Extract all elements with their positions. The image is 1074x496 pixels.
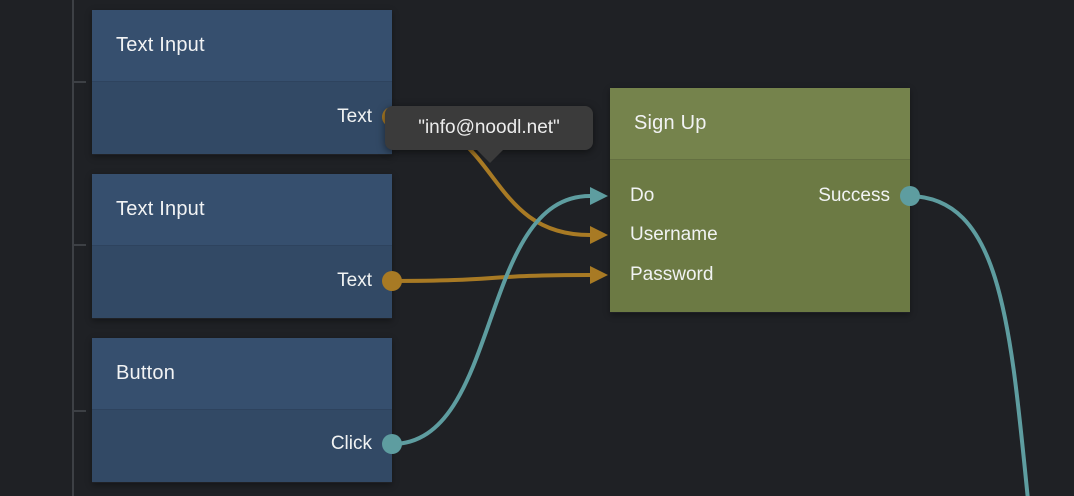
node-text-input-2-header[interactable]: Text Input bbox=[92, 174, 392, 246]
port-dot-success[interactable] bbox=[900, 186, 920, 206]
node-sign-up-body: Do Username Password Success bbox=[610, 160, 910, 312]
node-sign-up[interactable]: Sign Up Do Username Password Success bbox=[610, 88, 910, 313]
ruler-line bbox=[72, 0, 74, 496]
node-title: Text Input bbox=[116, 34, 205, 56]
ruler-tick bbox=[74, 244, 86, 246]
node-text-input-2-body: Text bbox=[92, 246, 392, 318]
port-label-click[interactable]: Click bbox=[330, 433, 372, 454]
value-tooltip: "info@noodl.net" bbox=[385, 106, 593, 163]
port-label-do[interactable]: Do bbox=[630, 185, 655, 206]
node-button-body: Click bbox=[92, 410, 392, 482]
port-dot-click[interactable] bbox=[382, 434, 402, 454]
arrowhead-username bbox=[590, 226, 608, 244]
port-label-password[interactable]: Password bbox=[630, 264, 714, 285]
arrowhead-password bbox=[590, 266, 608, 284]
port-label-text[interactable]: Text bbox=[337, 270, 372, 291]
connection-text2-to-password[interactable] bbox=[390, 273, 592, 283]
arrowhead-do bbox=[590, 187, 608, 205]
value-tooltip-pointer bbox=[477, 150, 503, 163]
port-label-text[interactable]: Text bbox=[337, 106, 372, 127]
node-text-input-1[interactable]: Text Input Text bbox=[92, 10, 392, 155]
node-text-input-2[interactable]: Text Input Text bbox=[92, 174, 392, 319]
ruler-tick bbox=[74, 410, 86, 412]
node-sign-up-header[interactable]: Sign Up bbox=[610, 88, 910, 160]
node-title: Text Input bbox=[116, 198, 205, 220]
node-title: Button bbox=[116, 362, 176, 384]
node-text-input-1-body: Text bbox=[92, 82, 392, 154]
port-label-username[interactable]: Username bbox=[630, 224, 718, 245]
node-title: Sign Up bbox=[634, 112, 707, 134]
value-tooltip-text: "info@noodl.net" bbox=[418, 117, 560, 138]
connection-success-out[interactable] bbox=[908, 194, 1030, 496]
node-text-input-1-header[interactable]: Text Input bbox=[92, 10, 392, 82]
port-label-success[interactable]: Success bbox=[818, 185, 890, 206]
connection-click-to-do[interactable] bbox=[390, 194, 592, 446]
port-dot-text2[interactable] bbox=[382, 271, 402, 291]
node-button-header[interactable]: Button bbox=[92, 338, 392, 410]
ruler-tick bbox=[74, 81, 86, 83]
node-button[interactable]: Button Click bbox=[92, 338, 392, 483]
